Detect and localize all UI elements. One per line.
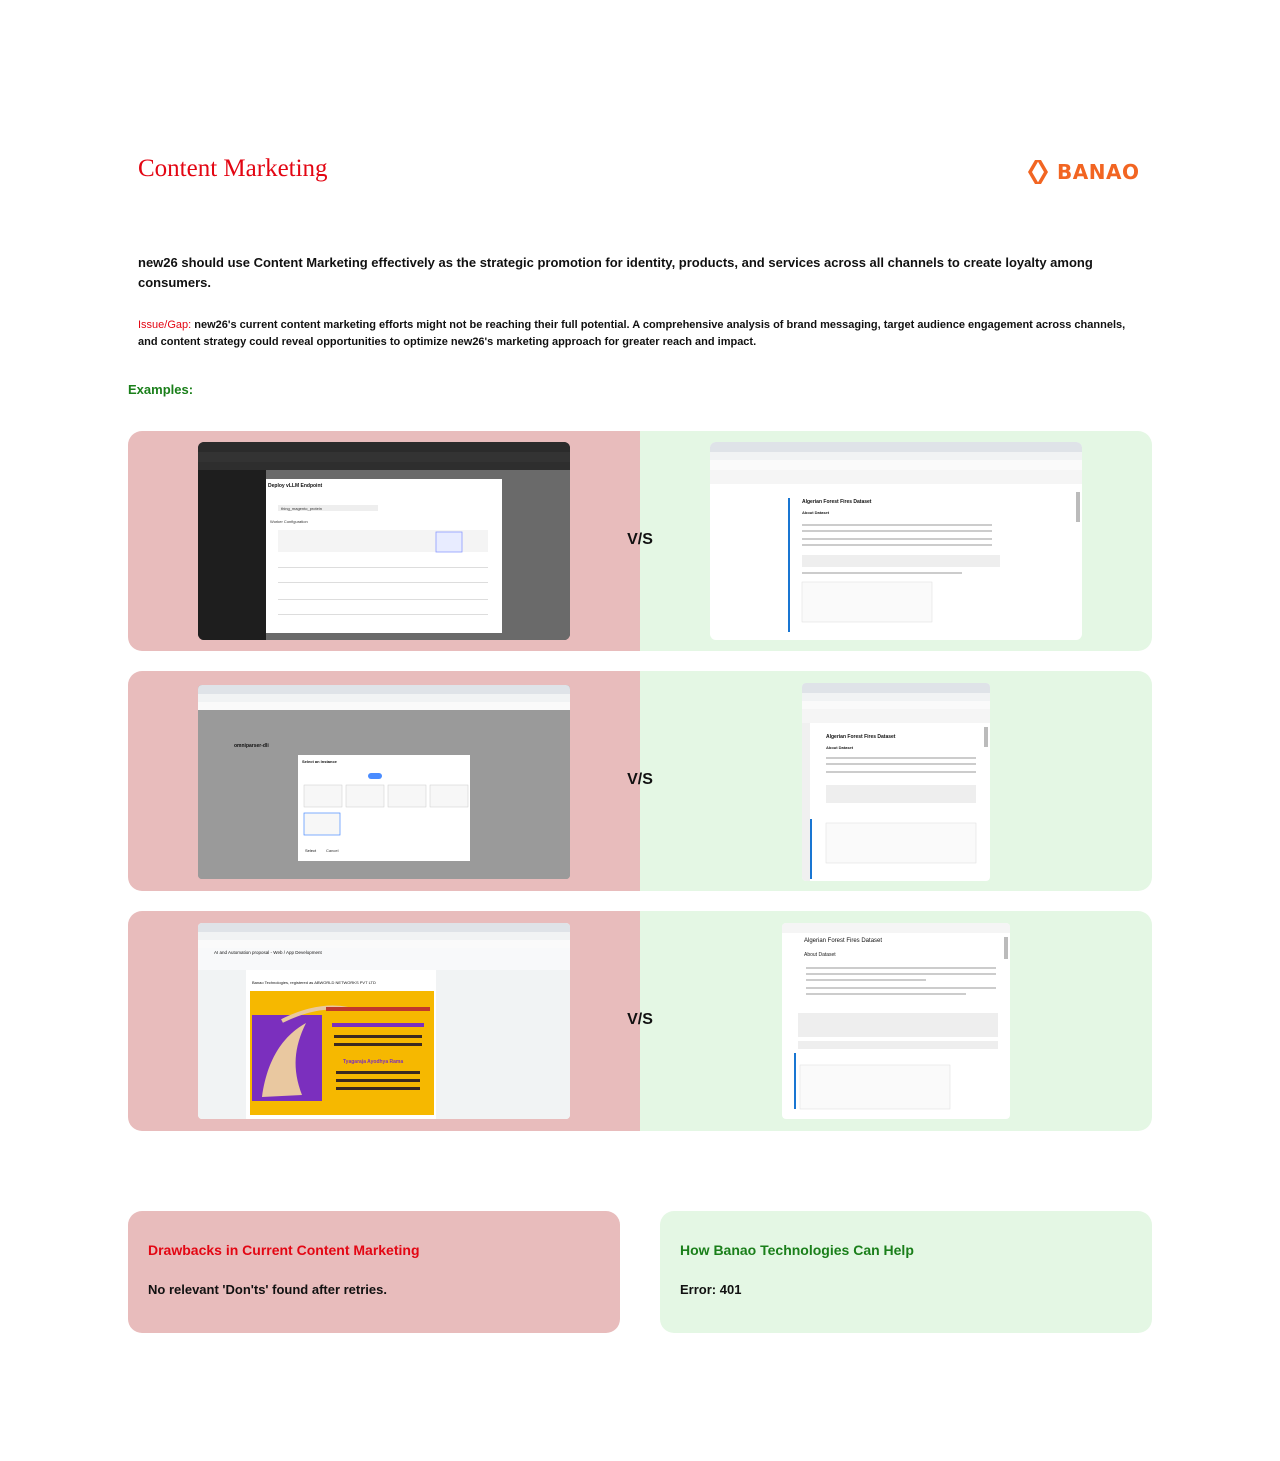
example-good-panel: Algerian Forest Fires Dataset About Data… [640, 911, 1152, 1131]
vs-label: V/S [627, 771, 653, 788]
intro-text: new26 should use Content Marketing effec… [138, 255, 1093, 290]
screenshot-inference-endpoints: omniparser-dli Select an Instance Select… [198, 685, 570, 879]
shot-poster-line: Tyagaraja Ayodhya Rama [343, 1059, 404, 1065]
shot-field-value: thing_magento_protein [281, 506, 322, 511]
example-bad-panel: omniparser-dli Select an Instance Select… [128, 671, 640, 891]
screenshot-jupyter-notebook: Algerian Forest Fires Dataset About Data… [782, 923, 1010, 1119]
banao-logo: BANAO [1024, 158, 1139, 186]
vs-label: V/S [627, 1011, 653, 1028]
drawbacks-body: No relevant 'Don'ts' found after retries… [148, 1282, 387, 1297]
drawbacks-title: Drawbacks in Current Content Marketing [148, 1242, 420, 1258]
shot-section: Worker Configuration [270, 519, 308, 524]
example-row-2: omniparser-dli Select an Instance Select… [128, 671, 1152, 891]
shot-company-line: Banao Technologies, registered as ABWORL… [252, 980, 376, 985]
shot-title: Algerian Forest Fires Dataset [826, 734, 896, 740]
screenshot-jupyter-notebook: Algerian Forest Fires Dataset About Data… [802, 683, 990, 881]
shot-title: Algerian Forest Fires Dataset [802, 499, 872, 505]
screenshot-google-doc: AI and Automation proposal - Web / App D… [198, 923, 570, 1119]
logo-text: BANAO [1057, 160, 1140, 184]
help-body: Error: 401 [680, 1282, 742, 1297]
shot-select-button: Select [305, 848, 317, 853]
screenshot-deploy-endpoint: Deploy vLLM Endpoint thing_magento_prote… [198, 442, 570, 640]
example-good-panel: Algerian Forest Fires Dataset About Data… [640, 671, 1152, 891]
shot-subtitle: About Dataset [826, 745, 854, 750]
screenshot-jupyter-notebook: Algerian Forest Fires Dataset About Data… [710, 442, 1082, 640]
example-row-3: AI and Automation proposal - Web / App D… [128, 911, 1152, 1131]
shot-title: Algerian Forest Fires Dataset [804, 938, 883, 944]
banao-chevrons-icon [1024, 158, 1052, 186]
help-title: How Banao Technologies Can Help [680, 1242, 914, 1258]
shot-doc-title: AI and Automation proposal - Web / App D… [214, 950, 322, 955]
help-card: How Banao Technologies Can Help Error: 4… [660, 1211, 1152, 1333]
shot-title: Deploy vLLM Endpoint [268, 483, 323, 489]
drawbacks-card: Drawbacks in Current Content Marketing N… [128, 1211, 620, 1333]
example-good-panel: Algerian Forest Fires Dataset About Data… [640, 431, 1152, 651]
shot-subtitle: About Dataset [804, 952, 836, 958]
example-row-1: Deploy vLLM Endpoint thing_magento_prote… [128, 431, 1152, 651]
issue-text: new26's current content marketing effort… [138, 319, 1126, 348]
shot-title: omniparser-dli [234, 743, 269, 749]
examples-label: Examples: [128, 382, 194, 397]
shot-dialog-title: Select an Instance [302, 759, 337, 764]
example-bad-panel: AI and Automation proposal - Web / App D… [128, 911, 640, 1131]
issue-paragraph: Issue/Gap: new26's current content marke… [138, 317, 1138, 351]
shot-subtitle: About Dataset [802, 510, 830, 515]
issue-label: Issue/Gap: [138, 319, 192, 331]
shot-cancel-button: Cancel [326, 848, 339, 853]
page-title: Content Marketing [138, 155, 328, 182]
example-bad-panel: Deploy vLLM Endpoint thing_magento_prote… [128, 431, 640, 651]
vs-label: V/S [627, 531, 653, 548]
